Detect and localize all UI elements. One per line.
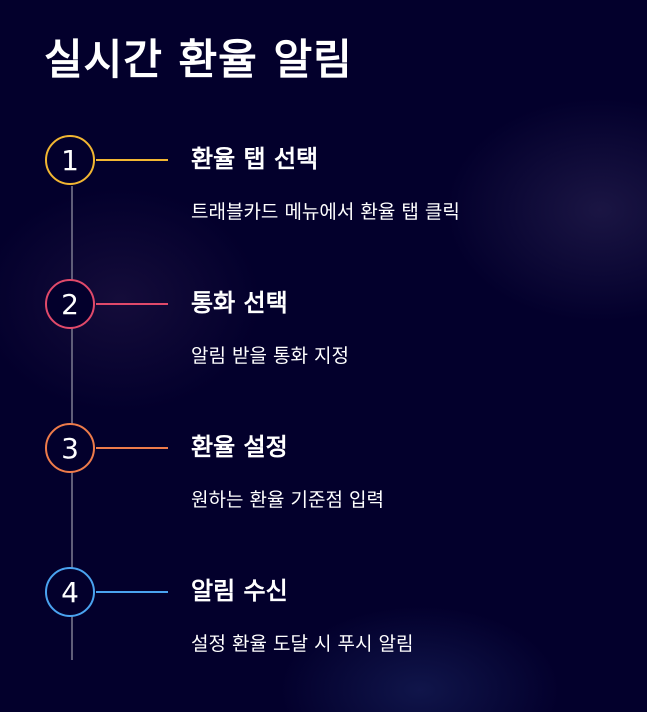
timeline-step-1: 1 환율 탭 선택 트래블카드 메뉴에서 환율 탭 클릭 [0,135,647,255]
step-connector [96,447,168,449]
step-title: 알림 수신 [191,577,288,605]
step-description: 설정 환율 도달 시 푸시 알림 [191,633,414,655]
timeline-step-4: 4 알림 수신 설정 환율 도달 시 푸시 알림 [0,567,647,687]
step-description: 원하는 환율 기준점 입력 [191,489,384,511]
step-title: 통화 선택 [191,289,288,317]
step-number-badge: 3 [45,423,95,473]
step-number-badge: 1 [45,135,95,185]
step-title: 환율 설정 [191,433,288,461]
step-number-badge: 4 [45,567,95,617]
step-description: 알림 받을 통화 지정 [191,345,349,367]
page-title: 실시간 환율 알림 [44,35,353,84]
step-description: 트래블카드 메뉴에서 환율 탭 클릭 [191,201,460,223]
step-number-badge: 2 [45,279,95,329]
step-connector [96,159,168,161]
step-connector [96,591,168,593]
timeline-step-2: 2 통화 선택 알림 받을 통화 지정 [0,279,647,399]
step-title: 환율 탭 선택 [191,145,319,173]
timeline-step-3: 3 환율 설정 원하는 환율 기준점 입력 [0,423,647,543]
step-connector [96,303,168,305]
